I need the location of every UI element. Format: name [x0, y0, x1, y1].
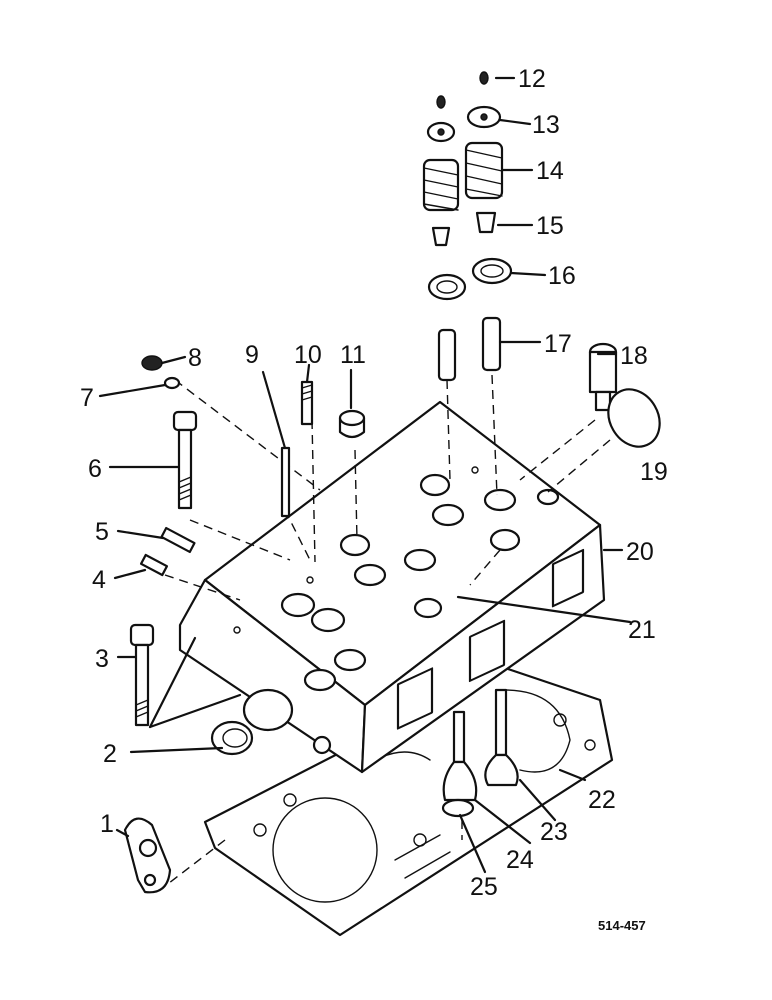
valve-ports: [233, 466, 560, 692]
callout-labels: 1 2 3 4 5 6 7 8 9 10 11 12 13 14 15 16 1…: [80, 65, 668, 901]
callout-14: 14: [536, 157, 564, 185]
valve-train-right: [464, 71, 513, 372]
part-19-round-cover: [607, 388, 661, 448]
part-11-cup-plug: [338, 409, 366, 439]
part-18-sleeve: [588, 342, 618, 412]
callout-13: 13: [532, 111, 560, 139]
valve-train-left: [422, 95, 467, 382]
callout-11: 11: [340, 341, 366, 369]
callout-2: 2: [103, 740, 117, 768]
seal-25: [441, 798, 475, 818]
callout-21: 21: [628, 616, 656, 644]
callout-12: 12: [518, 65, 546, 93]
callout-3: 3: [95, 645, 109, 673]
callout-1: 1: [100, 810, 114, 838]
callout-24: 24: [506, 846, 534, 874]
part-6-bolt: [172, 410, 198, 510]
part-8-plug: [141, 355, 163, 371]
callout-5: 5: [95, 518, 109, 546]
leader-lines: [98, 76, 632, 874]
part-9-stud: [280, 446, 291, 518]
part-5-stud: [160, 526, 196, 554]
part-7-washer: [163, 376, 181, 390]
callout-10: 10: [294, 341, 322, 369]
callout-18: 18: [620, 342, 648, 370]
callout-19: 19: [640, 458, 668, 486]
callout-16: 16: [548, 262, 576, 290]
callout-20: 20: [626, 538, 654, 566]
callout-8: 8: [188, 344, 202, 372]
cylinder-head-block: [178, 400, 606, 774]
callout-7: 7: [80, 384, 94, 412]
part-3-bolt: [129, 623, 155, 727]
callout-25: 25: [470, 873, 498, 901]
part-1-cover-plate: [123, 817, 172, 894]
callout-4: 4: [92, 566, 106, 594]
callout-9: 9: [245, 341, 259, 369]
drawing-reference-number: 514-457: [598, 918, 646, 933]
callout-23: 23: [540, 818, 568, 846]
assembly-lines: [159, 374, 611, 891]
valve-23: [484, 688, 519, 787]
part-10-stud: [300, 380, 314, 426]
callout-22: 22: [588, 786, 616, 814]
callout-17: 17: [544, 330, 572, 358]
callout-15: 15: [536, 212, 564, 240]
part-2-seal-ring: [210, 720, 254, 756]
callout-6: 6: [88, 455, 102, 483]
part-4-stud: [139, 553, 169, 577]
